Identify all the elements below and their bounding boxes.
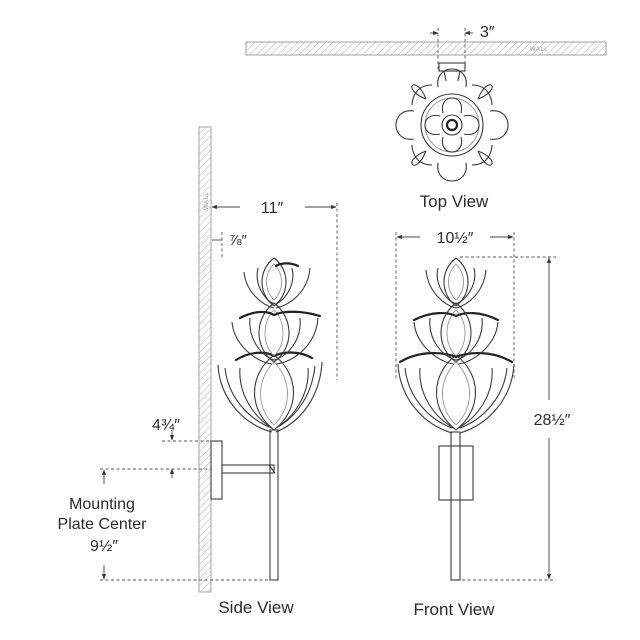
side-wall bbox=[198, 126, 212, 593]
top-flower-drawing bbox=[395, 62, 509, 182]
side-offset-text: ⅞″ bbox=[229, 232, 248, 249]
side-offset-dimension: ⅞″ bbox=[212, 232, 248, 258]
top-wall-label: WALL bbox=[530, 47, 548, 53]
side-flower-drawing bbox=[217, 257, 323, 433]
side-mounting-dimension: Mounting Plate Center 9½″ bbox=[58, 468, 272, 581]
mounting-label-line1: Mounting bbox=[69, 496, 135, 513]
front-stem bbox=[450, 431, 461, 581]
side-width-dimension: 11″ bbox=[211, 200, 338, 380]
side-wall-label: WALL bbox=[204, 192, 210, 210]
front-height-text: 28½″ bbox=[534, 412, 571, 429]
front-view-label: Front View bbox=[414, 600, 496, 619]
top-view: WALL 3″ bbox=[245, 24, 607, 211]
side-mounting-plate bbox=[210, 440, 223, 500]
mounting-value: 9½″ bbox=[90, 538, 118, 555]
top-view-label: Top View bbox=[420, 192, 489, 211]
front-width-dimension: 10½″ bbox=[395, 230, 515, 380]
mounting-label-line2: Plate Center bbox=[58, 516, 148, 533]
top-depth-text: 3″ bbox=[480, 24, 495, 41]
front-backplate bbox=[438, 445, 474, 501]
front-width-text: 10½″ bbox=[437, 230, 474, 247]
side-plate-offset-text: 4¾″ bbox=[152, 417, 180, 434]
top-wall bbox=[245, 41, 607, 56]
front-flower-drawing bbox=[397, 257, 515, 434]
front-height-dimension: 28½″ bbox=[460, 256, 571, 581]
side-stem bbox=[269, 429, 279, 581]
side-view-label: Side View bbox=[218, 598, 294, 617]
side-arm bbox=[221, 464, 275, 474]
front-view: 10½″ bbox=[395, 230, 571, 619]
side-width-text: 11″ bbox=[261, 200, 284, 217]
side-plate-offset-dimension: 4¾″ bbox=[152, 417, 212, 478]
side-view: WALL 11″ ⅞″ bbox=[58, 126, 338, 617]
